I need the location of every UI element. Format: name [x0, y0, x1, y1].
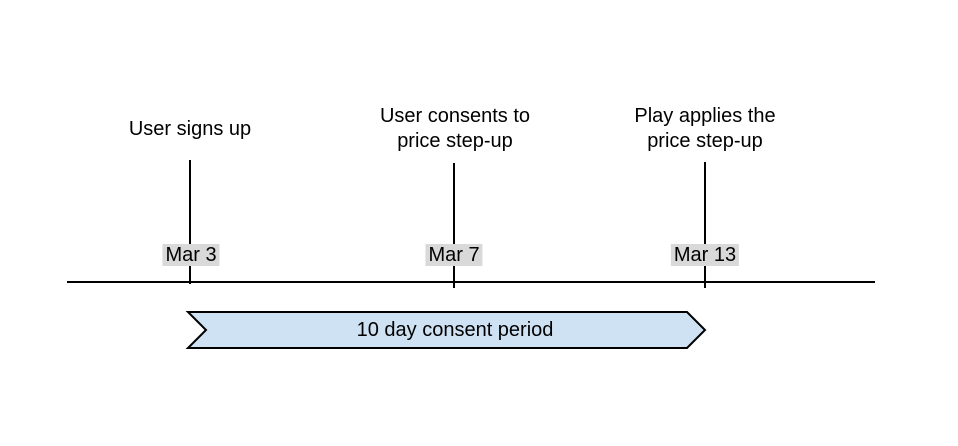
date-badge: Mar 3	[162, 244, 220, 266]
timeline-axis	[67, 281, 875, 283]
tick-line	[453, 163, 455, 288]
event-label-line: Play applies the	[634, 105, 776, 127]
tick-line	[189, 160, 191, 284]
date-badge: Mar 13	[670, 244, 740, 266]
consent-period-banner: 10 day consent period	[185, 311, 707, 349]
event-label-line: price step-up	[647, 130, 763, 152]
tick-line	[704, 162, 706, 288]
date-badge: Mar 7	[425, 244, 483, 266]
banner-ribbon-shape	[185, 311, 707, 349]
event-label-line: User consents to	[379, 105, 531, 127]
event-label: Play applies the price step-up	[555, 103, 855, 155]
event-label-line: User signs up	[128, 117, 252, 140]
event-label: User signs up	[40, 103, 340, 155]
banner-label: 10 day consent period	[357, 319, 554, 341]
event-label: User consents to price step-up	[305, 103, 605, 155]
event-label-line: price step-up	[397, 130, 513, 152]
